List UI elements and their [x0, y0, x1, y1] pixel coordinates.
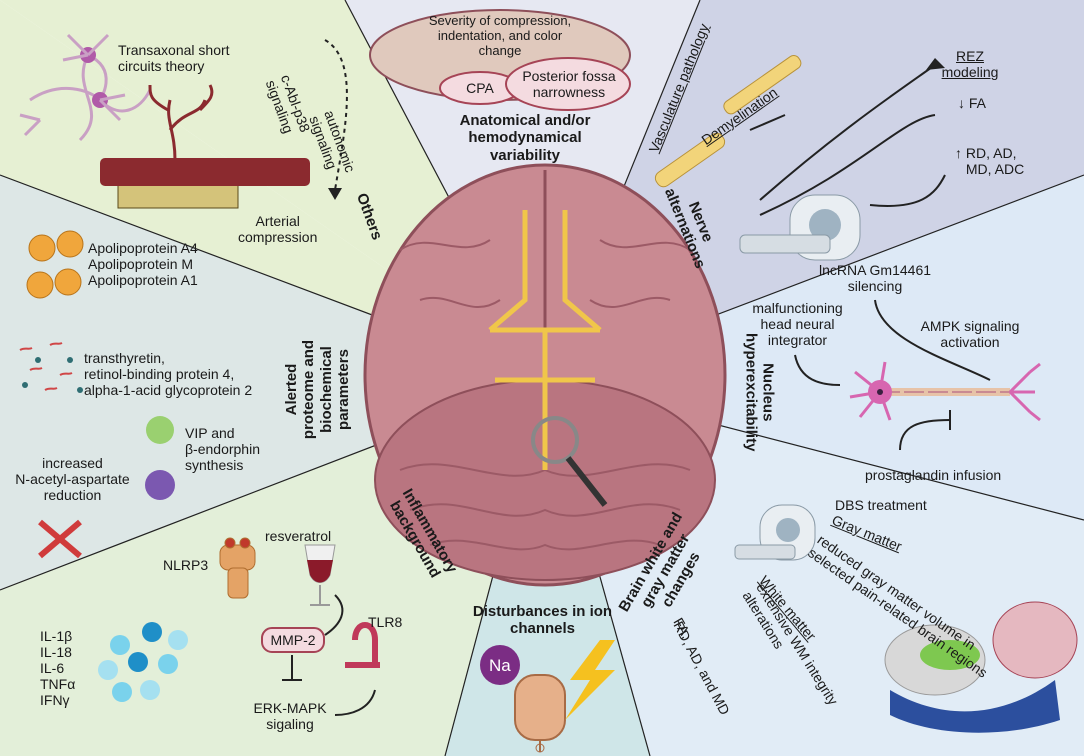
erk-label: ERK-MAPK sigaling	[253, 700, 327, 733]
mmp2-box	[261, 627, 325, 653]
cytokines-label: IL-1β IL-18 IL-6 TNFα IFNγ	[40, 628, 76, 709]
nucleus-arrows	[794, 299, 991, 451]
prostaglandin-label: prostaglandin infusion	[865, 467, 1002, 483]
arterial-compression-label: Arterial compression	[238, 213, 318, 246]
transaxonal-neuron-icon	[19, 33, 152, 142]
autonomic-arrowhead	[328, 188, 342, 200]
brain-illustration	[363, 163, 727, 587]
demyelination-icon	[723, 54, 802, 115]
rd-up-arrow: ↑	[955, 145, 966, 161]
nlrp3-icon	[219, 537, 256, 599]
wine-glass-icon	[304, 544, 336, 606]
transthyretin-label: transthyretin, retinol-binding protein 4…	[84, 350, 253, 399]
tlr8-icon	[345, 622, 380, 668]
ampk-label: AMPK signaling activation	[920, 318, 1020, 351]
inflammatory-arrows	[282, 594, 376, 716]
nucleus-title: Nucleus hyperexcitability	[742, 333, 777, 452]
rez-arrowhead	[926, 58, 945, 70]
severity-label: Severity of compression, indentation, an…	[428, 13, 572, 58]
anatomical-title: Anatomical and/or hemodynamical variabil…	[459, 112, 591, 164]
fossa-label: Posterior fossa narrowness	[522, 68, 616, 101]
resveratrol-label: resveratrol	[265, 528, 332, 544]
brain-regions-icon	[884, 601, 1078, 733]
arterial-block-icon	[117, 181, 239, 209]
lightning-icon	[565, 640, 615, 720]
nerve-fiber-icon	[654, 132, 726, 188]
transthyretin-dots	[22, 357, 83, 393]
nerve-arrows	[749, 64, 946, 216]
vip-label: VIP and β-endorphin synthesis	[185, 425, 260, 474]
apolipoprotein-icon	[26, 230, 84, 299]
dbs-label: DBS treatment	[835, 497, 927, 513]
cytokine-spheres-icon	[98, 622, 188, 702]
fossa-ellipse	[505, 57, 631, 111]
proteome-title: Alerted proteome and biochemical paramet…	[283, 339, 352, 440]
mri-scanner-2-icon	[734, 504, 816, 561]
tree-artery-icon	[148, 84, 214, 161]
fa-down-arrow: ↓	[958, 95, 969, 111]
transthyretin-icon	[19, 342, 73, 391]
sector-nucleus	[545, 175, 1084, 520]
nlrp3-label: NLRP3	[163, 557, 209, 573]
rd-ad-text: RD, AD, MD, ADC	[965, 145, 1025, 178]
transaxonal-theory-label: Transaxonal short circuits theory	[118, 42, 230, 75]
fa-label: ↓ FA	[958, 95, 986, 111]
na-label: Na	[489, 656, 511, 675]
fa-text: FA	[968, 95, 987, 111]
neuron-icon	[849, 361, 1041, 422]
mri-scanner-icon	[739, 194, 861, 261]
naa-label: increased N-acetyl-aspartate reduction	[15, 455, 130, 504]
mmp2-label: MMP-2	[270, 632, 316, 648]
lncrna-label: lncRNA Gm14461 silencing	[818, 262, 932, 295]
cpa-label: CPA	[466, 80, 494, 96]
apolipoprotein-label: Apolipoprotein A4 Apolipoprotein M Apoli…	[88, 240, 198, 289]
tlr8-label: TLR8	[368, 614, 403, 630]
rez-modeling-label: REZ modeling	[941, 48, 999, 81]
rd-ad-label: ↑ RD, AD, MD, ADC	[955, 145, 1024, 177]
ion-title: Disturbances in ion channels	[472, 603, 613, 638]
autonomic-dotted-arrow	[324, 39, 348, 191]
sector-proteome	[0, 175, 545, 590]
red-x-icon	[38, 519, 82, 559]
artery-tube-icon	[100, 158, 310, 186]
integrator-label: malfunctioning head neural integrator	[752, 300, 843, 349]
ion-channel-icon	[480, 645, 566, 753]
vip-blob-icon	[145, 416, 175, 500]
